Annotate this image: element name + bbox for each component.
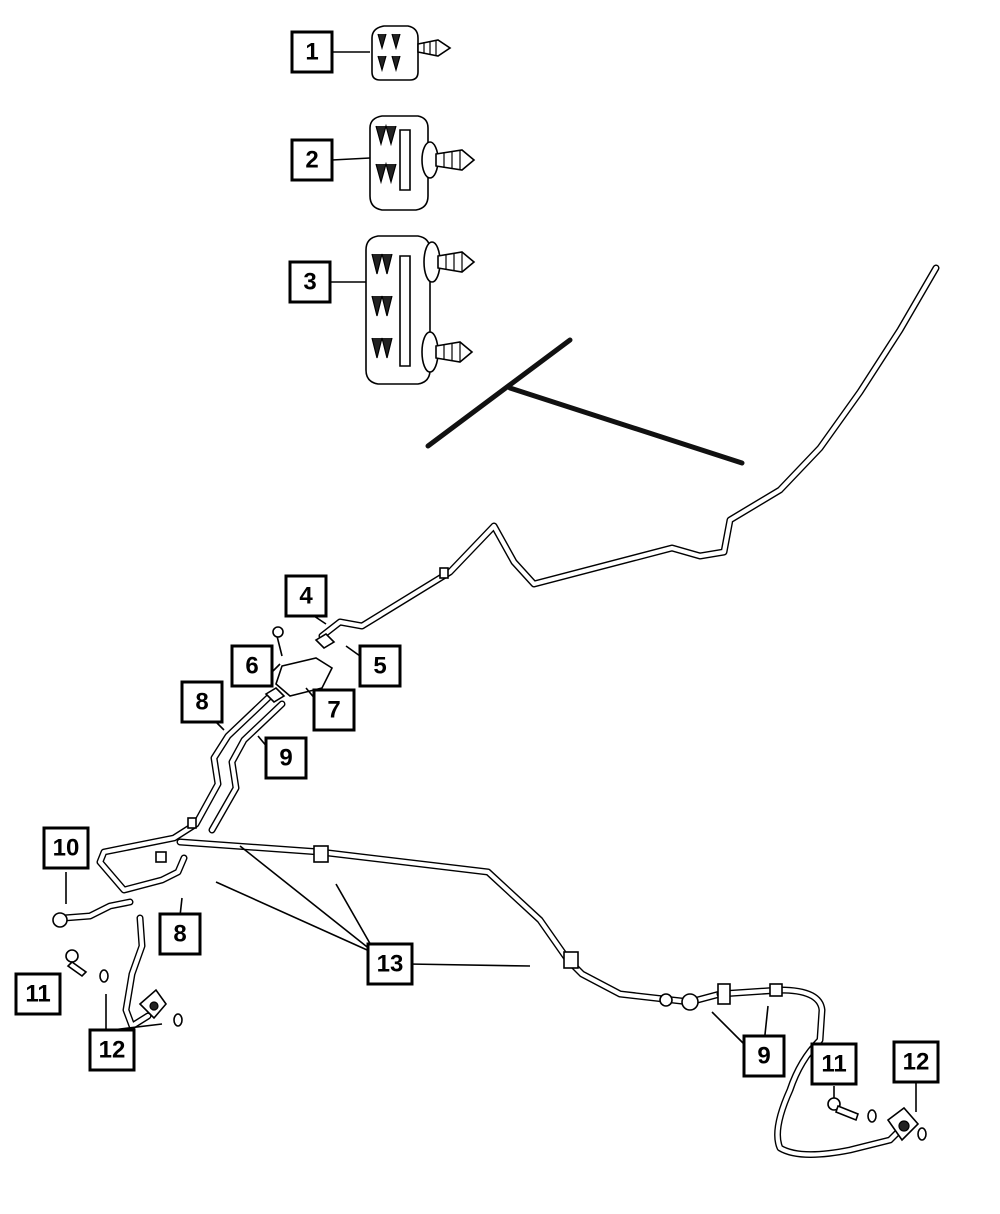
callout-9-upper-label: 9 [279,745,292,772]
callout-3: 3 [288,260,332,304]
callout-4-label: 4 [299,583,313,610]
callout-8-lower-label: 8 [173,921,186,948]
callout-11-right: 11 [810,1042,858,1086]
callout-3-label: 3 [303,269,316,296]
callout-1: 1 [290,30,334,74]
rear-cross-tube [176,838,724,1006]
callout-2-label: 2 [305,147,318,174]
callout-6: 6 [230,644,274,688]
rear-brake-hose-right [716,986,906,1159]
bolt-right [827,1097,877,1123]
caliper-fitting-right [886,1106,927,1142]
callout-12-right: 12 [892,1040,940,1084]
callout-11-left-label: 11 [25,981,50,1008]
callout-5: 5 [358,644,402,688]
callout-7: 7 [312,688,356,732]
rear-brake-hose-left [60,898,152,1030]
callout-9-lower: 9 [742,1034,786,1078]
main-brake-tube [318,264,940,640]
caliper-fitting-left [138,988,183,1027]
callout-13: 13 [366,942,414,986]
triple-clip-part [365,235,476,385]
tube-pair-left [96,694,286,894]
callout-9-lower-label: 9 [757,1043,770,1070]
callout-10-label: 10 [53,835,80,862]
callout-1-label: 1 [305,39,318,66]
double-clip-part [369,115,476,211]
callout-7-label: 7 [327,697,340,724]
callout-2: 2 [290,138,334,182]
callout-4: 4 [284,574,328,618]
callout-6-label: 6 [245,653,258,680]
callout-12-left-label: 12 [99,1037,126,1064]
frame-reference-lines [425,337,745,466]
single-clip-part [371,25,452,81]
callout-12-right-label: 12 [903,1049,930,1076]
callout-8-lower: 8 [158,912,202,956]
junction-block [264,626,336,704]
bleeder-10 [52,912,68,928]
callout-5-label: 5 [373,653,386,680]
callout-12-left: 12 [88,1028,136,1072]
callout-13-label: 13 [377,951,404,978]
callout-8-upper: 8 [180,680,224,724]
callout-10: 10 [42,826,90,870]
callout-8-upper-label: 8 [195,689,208,716]
bolt-left [65,949,109,983]
callout-9-upper: 9 [264,736,308,780]
line-clips [155,567,783,1011]
callout-11-right-label: 11 [821,1051,846,1078]
callout-11-left: 11 [14,972,62,1016]
